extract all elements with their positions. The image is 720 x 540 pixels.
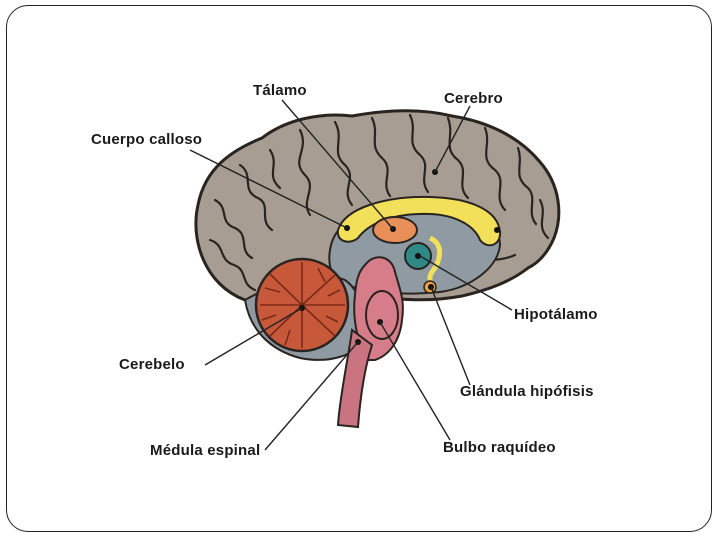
label-hipotalamo: Hipotálamo [514,306,598,323]
label-glandula-hipofisis: Glándula hipófisis [460,383,594,400]
label-bulbo-raquideo: Bulbo raquídeo [443,439,556,456]
label-medula-espinal: Médula espinal [150,442,260,459]
label-cerebro: Cerebro [444,90,503,107]
label-talamo: Tálamo [253,82,307,99]
label-cerebelo: Cerebelo [119,356,185,373]
pons [366,291,398,339]
label-cuerpo-calloso: Cuerpo calloso [91,131,202,148]
